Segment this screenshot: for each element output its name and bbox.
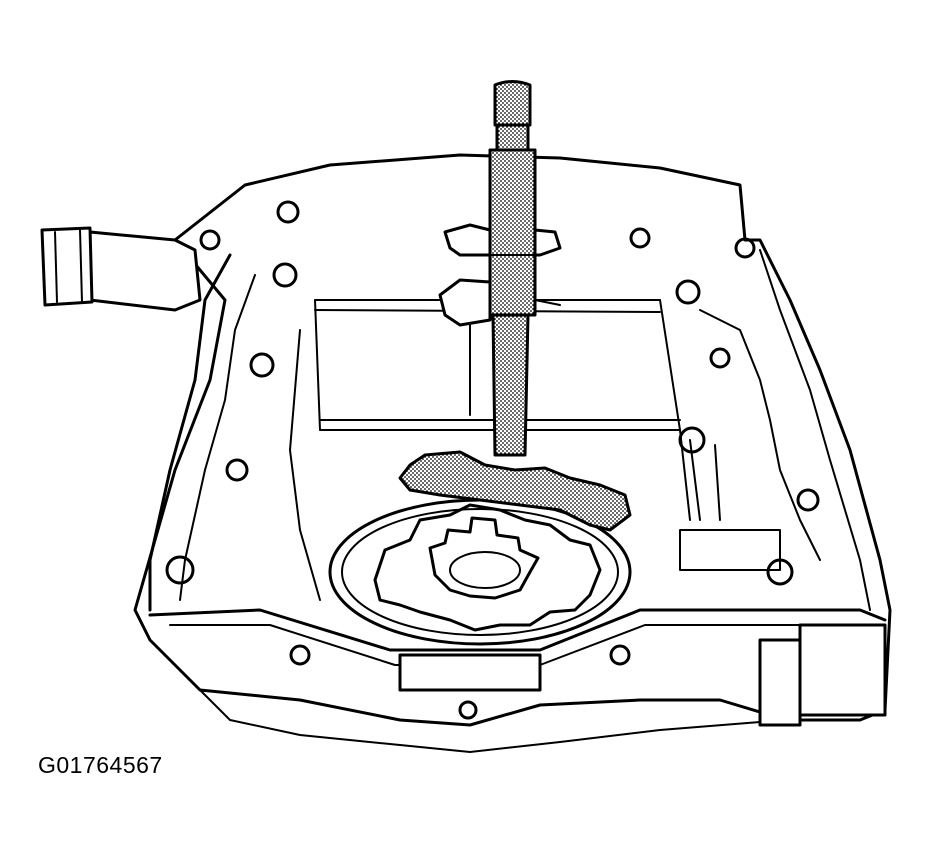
installer-tool bbox=[488, 80, 537, 457]
drive-gear-detail bbox=[438, 223, 562, 327]
mounting-pads bbox=[398, 623, 887, 727]
figure-id-label: G01764567 bbox=[38, 752, 163, 778]
shop-rag bbox=[398, 450, 632, 532]
pump-housing bbox=[133, 153, 892, 753]
bolt-holes bbox=[165, 200, 820, 720]
outlet-pipe bbox=[40, 226, 202, 312]
